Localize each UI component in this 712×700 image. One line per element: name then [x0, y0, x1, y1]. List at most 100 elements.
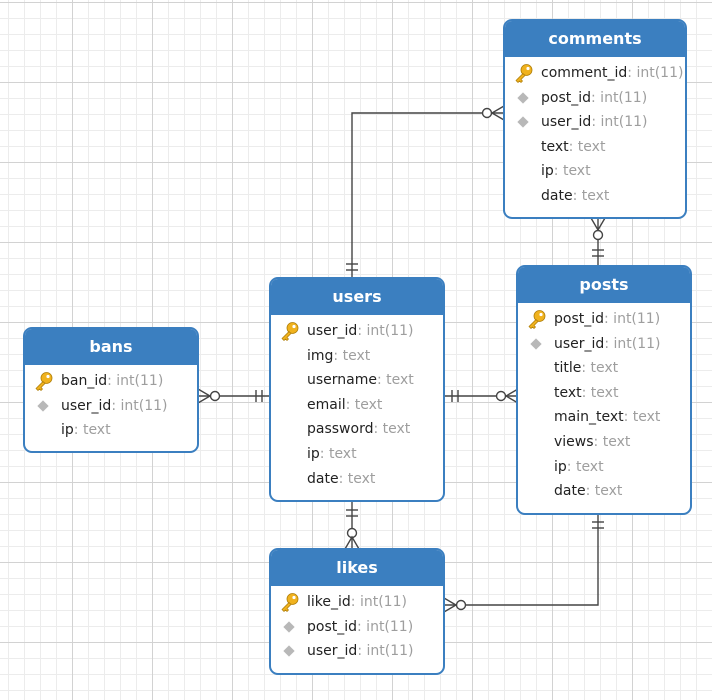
- diamond-icon: [513, 86, 535, 111]
- field-name: ip: [541, 163, 554, 180]
- field-name: date: [554, 483, 586, 500]
- entity-header: posts: [518, 267, 690, 303]
- field-row: date: text: [271, 467, 443, 492]
- field-type: : int(11): [357, 643, 414, 660]
- field-type: : int(11): [107, 373, 164, 389]
- field-row: post_id: int(11): [518, 307, 690, 332]
- diamond-icon: [526, 332, 548, 357]
- field-row: user_id: int(11): [25, 394, 197, 419]
- field-type: : text: [319, 445, 357, 462]
- field-row: user_id: int(11): [518, 332, 690, 357]
- field-row: date: text: [518, 479, 690, 504]
- key-icon: [279, 319, 301, 344]
- field-row: text: text: [505, 135, 685, 160]
- field-type: : text: [73, 422, 111, 439]
- field-type: : int(11): [591, 89, 648, 106]
- field-type: : int(11): [627, 65, 684, 81]
- field-list: comment_id: int(11) post_id: int(11) use…: [505, 57, 685, 209]
- field-name: title: [554, 360, 582, 377]
- field-name: ip: [61, 422, 74, 439]
- field-name: img: [307, 347, 334, 364]
- field-name: user_id: [61, 397, 112, 414]
- field-name: username: [307, 372, 377, 389]
- field-row: main_text: text: [518, 405, 690, 430]
- field-type: : text: [572, 187, 610, 204]
- field-type: : text: [566, 458, 604, 475]
- field-name: like_id: [307, 594, 351, 610]
- field-name: post_id: [541, 89, 592, 106]
- field-name: ip: [554, 458, 567, 475]
- field-name: text: [541, 138, 569, 155]
- diamond-icon: [33, 394, 55, 419]
- field-row: ip: text: [505, 159, 685, 184]
- field-name: user_id: [307, 323, 358, 339]
- field-name: date: [307, 470, 339, 487]
- diamond-icon: [513, 110, 535, 135]
- field-row: text: text: [518, 381, 690, 406]
- entity-header: comments: [505, 21, 685, 57]
- diamond-icon: [279, 639, 301, 664]
- field-name: comment_id: [541, 65, 628, 81]
- key-icon: [513, 61, 535, 86]
- field-row: ip: text: [271, 442, 443, 467]
- entity-bans[interactable]: bans ban_id: int(11) user_id: int(11) ip…: [23, 327, 199, 453]
- field-type: : text: [593, 433, 631, 450]
- field-name: post_id: [307, 618, 358, 635]
- field-type: : int(11): [350, 594, 407, 610]
- rel-posts-likes: [444, 514, 599, 606]
- field-type: : text: [553, 163, 591, 180]
- field-name: date: [541, 187, 573, 204]
- field-type: : text: [585, 483, 623, 500]
- field-row: email: text: [271, 393, 443, 418]
- field-type: : int(11): [591, 114, 648, 131]
- entity-posts[interactable]: posts post_id: int(11) user_id: int(11) …: [516, 265, 692, 515]
- field-row: user_id: int(11): [505, 110, 685, 135]
- field-row: ban_id: int(11): [25, 369, 197, 394]
- field-type: : text: [338, 470, 376, 487]
- diamond-icon: [279, 615, 301, 640]
- field-row: user_id: int(11): [271, 639, 443, 664]
- field-list: user_id: int(11) img: text username: tex…: [271, 315, 443, 491]
- key-icon: [33, 369, 55, 394]
- field-name: user_id: [554, 335, 605, 352]
- field-name: text: [554, 384, 582, 401]
- field-list: post_id: int(11) user_id: int(11) title:…: [518, 303, 690, 504]
- field-name: post_id: [554, 311, 605, 327]
- entity-users[interactable]: users user_id: int(11) img: text usernam…: [269, 277, 445, 502]
- field-row: like_id: int(11): [271, 590, 443, 615]
- field-row: ip: text: [25, 418, 197, 443]
- entity-header: users: [271, 279, 443, 315]
- field-name: ip: [307, 445, 320, 462]
- rel-users-comments: [351, 112, 504, 278]
- entity-header: bans: [25, 329, 197, 365]
- field-row: ip: text: [518, 455, 690, 480]
- field-type: : int(11): [604, 311, 661, 327]
- field-row: img: text: [271, 344, 443, 369]
- field-row: user_id: int(11): [271, 319, 443, 344]
- entity-header: likes: [271, 550, 443, 586]
- field-type: : int(11): [111, 397, 168, 414]
- field-type: : text: [581, 384, 619, 401]
- field-row: username: text: [271, 368, 443, 393]
- field-name: password: [307, 421, 374, 438]
- field-type: : int(11): [357, 323, 414, 339]
- field-row: password: text: [271, 417, 443, 442]
- field-list: like_id: int(11) post_id: int(11) user_i…: [271, 586, 443, 664]
- field-row: post_id: int(11): [271, 615, 443, 640]
- field-name: user_id: [541, 114, 592, 131]
- field-name: ban_id: [61, 373, 108, 389]
- field-type: : text: [568, 138, 606, 155]
- entity-comments[interactable]: comments comment_id: int(11) post_id: in…: [503, 19, 687, 219]
- entity-likes[interactable]: likes like_id: int(11) post_id: int(11) …: [269, 548, 445, 675]
- field-list: ban_id: int(11) user_id: int(11) ip: tex…: [25, 365, 197, 443]
- key-icon: [279, 590, 301, 615]
- key-icon: [526, 307, 548, 332]
- field-name: views: [554, 433, 594, 450]
- field-name: email: [307, 396, 346, 413]
- field-type: : int(11): [357, 618, 414, 635]
- field-row: comment_id: int(11): [505, 61, 685, 86]
- field-name: user_id: [307, 643, 358, 660]
- field-type: : text: [345, 396, 383, 413]
- field-row: post_id: int(11): [505, 86, 685, 111]
